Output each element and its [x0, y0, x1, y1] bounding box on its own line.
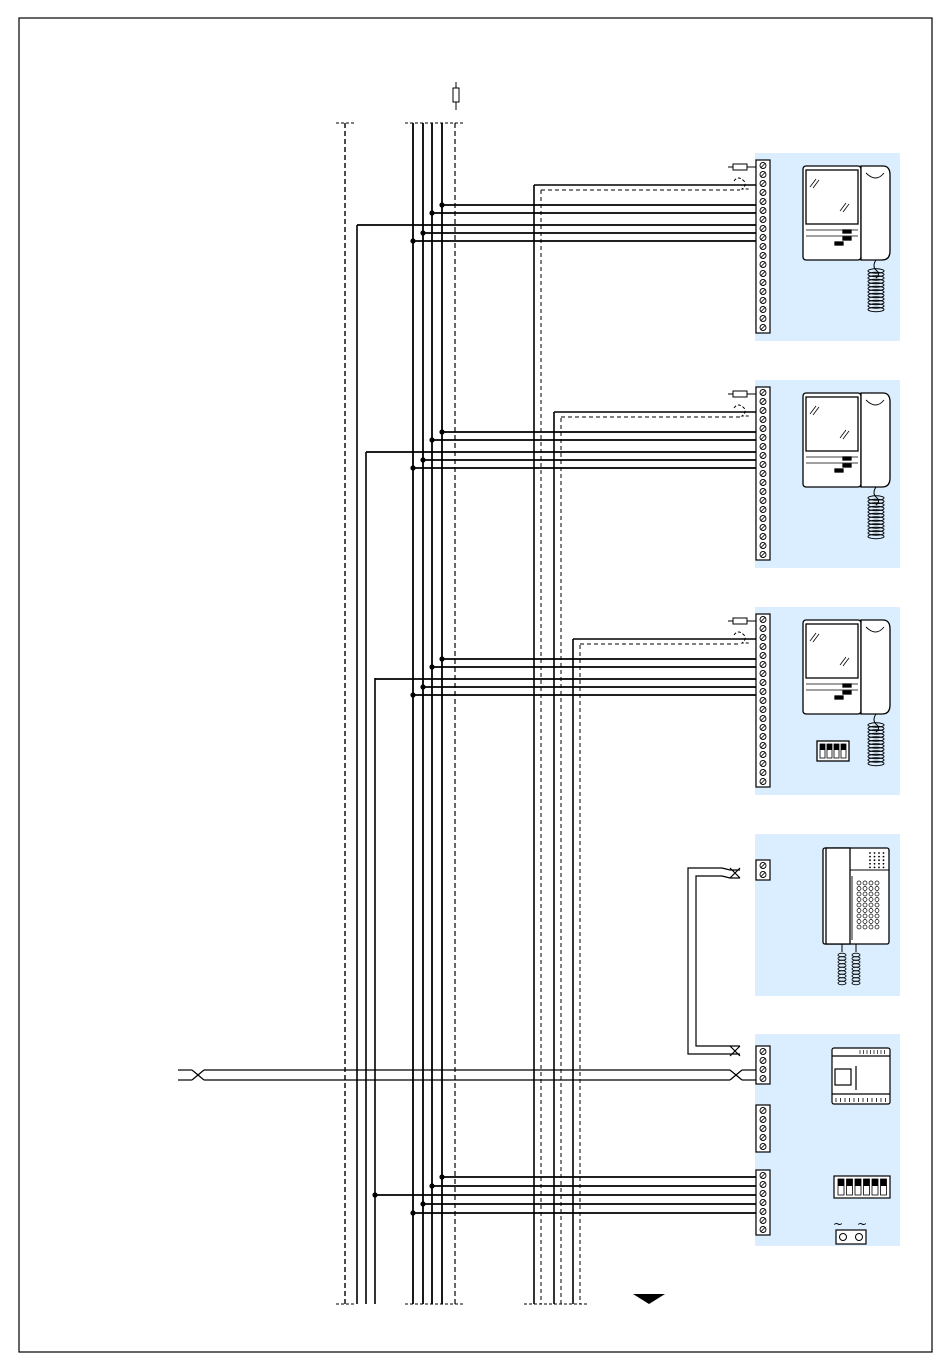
terminal-blocks — [756, 160, 770, 1235]
junction-dot — [429, 210, 434, 215]
resistor-icon — [728, 618, 756, 624]
junction-dot — [429, 1183, 434, 1188]
monitor-button — [843, 691, 851, 694]
speaker-hole — [878, 856, 880, 858]
junction-dot — [420, 1201, 425, 1206]
horizontal-feeds — [357, 164, 756, 1216]
monitor-button — [835, 242, 843, 245]
junction-dot — [410, 465, 415, 470]
feed-monitor-1-shield-loop — [734, 178, 750, 189]
speaker-hole — [883, 859, 885, 861]
junction-dot — [439, 1174, 444, 1179]
resistor-body — [733, 391, 747, 397]
speaker-hole — [883, 852, 885, 854]
dip-lever — [841, 744, 846, 750]
handset — [861, 393, 890, 487]
junction-dot — [439, 202, 444, 207]
speaker-hole — [883, 867, 885, 869]
dip-lever — [827, 744, 832, 750]
terminal-block-psu-top — [756, 1046, 770, 1084]
dip-lever — [834, 744, 839, 750]
riser-helpers — [357, 225, 375, 1304]
monitor-button — [843, 237, 851, 240]
terminal-block-interphone-body — [756, 860, 770, 880]
resistor-body — [733, 164, 747, 170]
junction-dot — [420, 457, 425, 462]
terminal-block-psu-bottom — [756, 1170, 770, 1235]
dip-lever — [864, 1179, 870, 1186]
speaker-hole — [878, 859, 880, 861]
junction-dot — [420, 230, 425, 235]
resistor-icon — [453, 82, 459, 110]
terminal-block-1 — [756, 160, 770, 333]
speaker-hole — [874, 859, 876, 861]
dip-lever — [855, 1179, 861, 1186]
speaker-hole — [878, 852, 880, 854]
speaker-hole — [869, 859, 871, 861]
feed-monitor-2-shield-loop — [734, 405, 750, 416]
terminal-block-interphone — [756, 860, 770, 880]
speaker-hole — [878, 863, 880, 865]
speaker-hole — [883, 863, 885, 865]
speaker-hole — [874, 852, 876, 854]
speaker-hole — [883, 856, 885, 858]
junction-dot — [439, 429, 444, 434]
terminal-block-psu-mid — [756, 1105, 770, 1152]
monitor-screen — [806, 624, 858, 678]
speaker-hole — [869, 856, 871, 858]
dip-lever — [838, 1179, 844, 1186]
dip-switch-icon — [817, 741, 849, 761]
terminal-block-3 — [756, 614, 770, 787]
handset — [861, 620, 890, 714]
riser-main-bundle — [413, 123, 442, 1304]
junction-dot — [429, 664, 434, 669]
junction-dot — [410, 238, 415, 243]
ac-symbol-right: ~ — [857, 1217, 867, 1231]
ac-symbol-left: ~ — [833, 1217, 843, 1231]
feed-monitor-3-shield-loop — [734, 632, 750, 643]
down-triangle-icon — [633, 1294, 665, 1304]
dip-lever — [872, 1179, 878, 1186]
resistor-icon — [728, 391, 756, 397]
power-supply-unit — [832, 1048, 890, 1104]
resistor-body — [733, 618, 747, 624]
handset — [861, 166, 890, 260]
monitor-button — [843, 230, 851, 233]
speaker-hole — [874, 863, 876, 865]
dip-lever — [820, 744, 825, 750]
monitor-button — [843, 684, 851, 687]
riser-video — [534, 185, 580, 1304]
speaker-hole — [869, 863, 871, 865]
speaker-hole — [874, 867, 876, 869]
monitor-button — [835, 469, 843, 472]
junction-dot — [439, 656, 444, 661]
junction-dot — [420, 684, 425, 689]
speaker-hole — [874, 856, 876, 858]
twisted-pair-icon — [178, 1070, 756, 1080]
dip-switch-icon — [834, 1176, 890, 1198]
monitor-screen — [806, 397, 858, 451]
monitor-button — [835, 696, 843, 699]
interphone-handset — [826, 848, 850, 944]
junction-dot — [372, 1192, 377, 1197]
terminal-block-2 — [756, 387, 770, 560]
junction-dot — [410, 1210, 415, 1215]
speaker-hole — [869, 867, 871, 869]
speaker-hole — [869, 852, 871, 854]
monitor-button — [843, 457, 851, 460]
resistor-icon — [728, 164, 756, 170]
junction-dot — [429, 437, 434, 442]
junction-dot — [410, 692, 415, 697]
interphone-loop — [688, 868, 740, 1056]
monitor-screen — [806, 170, 858, 224]
speaker-hole — [878, 867, 880, 869]
dip-lever — [881, 1179, 887, 1186]
dip-lever — [847, 1179, 853, 1186]
monitor-button — [843, 464, 851, 467]
